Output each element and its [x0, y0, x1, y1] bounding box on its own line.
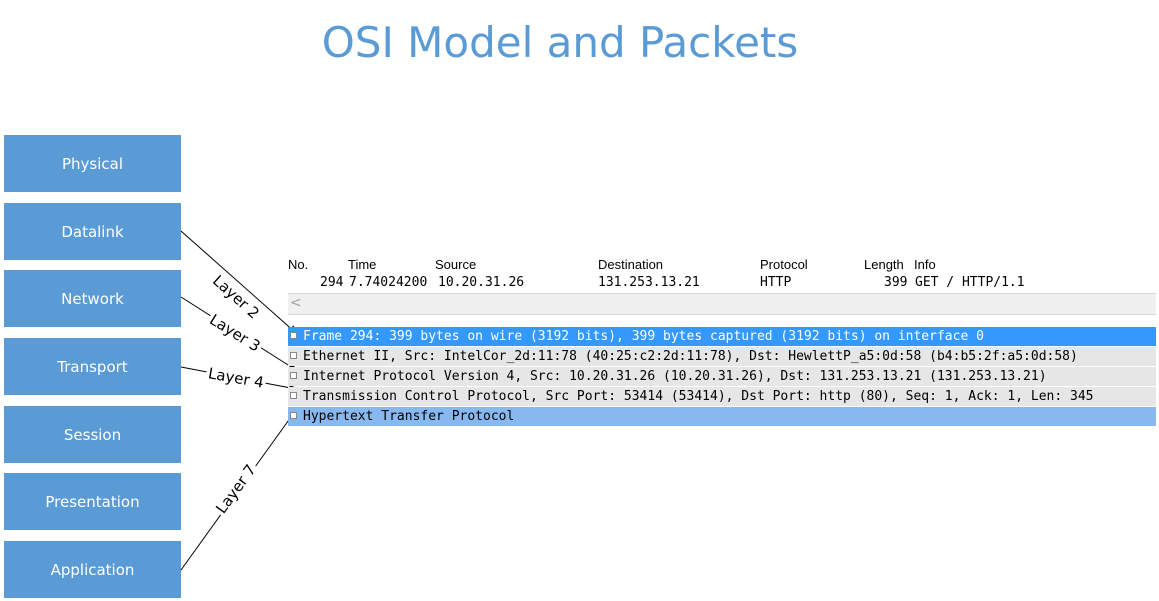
detail-tcp[interactable]: Transmission Control Protocol, Src Port:… [288, 387, 1156, 406]
detail-text: Hypertext Transfer Protocol [303, 409, 515, 424]
layer-box-network: Network [4, 270, 181, 327]
layer-label: Session [63, 425, 122, 444]
detail-ethernet[interactable]: Ethernet II, Src: IntelCor_2d:11:78 (40:… [288, 347, 1156, 366]
wireshark-panel: No. Time Source Destination Protocol Len… [288, 257, 1156, 427]
layer-box-application: Application [4, 541, 181, 598]
layer-box-session: Session [4, 406, 181, 463]
layer-box-presentation: Presentation [4, 473, 181, 530]
col-source-header[interactable]: Source [435, 257, 477, 272]
col-no-header[interactable]: No. [288, 257, 309, 272]
col-info-header[interactable]: Info [914, 257, 936, 272]
cell-source: 10.20.31.26 [438, 275, 525, 290]
col-protocol-header[interactable]: Protocol [760, 257, 808, 272]
horizontal-scrollbar[interactable]: < [288, 293, 1156, 315]
cell-length: 399 [884, 275, 908, 290]
expand-icon[interactable] [290, 372, 297, 379]
detail-ipv4[interactable]: Internet Protocol Version 4, Src: 10.20.… [288, 367, 1156, 386]
detail-text: Internet Protocol Version 4, Src: 10.20.… [303, 369, 1047, 384]
arrow-layer2 [180, 230, 297, 334]
layer-box-physical: Physical [4, 135, 181, 192]
col-destination-header[interactable]: Destination [598, 257, 664, 272]
packet-list-header: No. Time Source Destination Protocol Len… [288, 257, 1156, 273]
cell-time: 7.74024200 [349, 275, 428, 290]
detail-text: Transmission Control Protocol, Src Port:… [303, 389, 1094, 404]
cell-destination: 131.253.13.21 [598, 275, 700, 290]
detail-text: Frame 294: 399 bytes on wire (3192 bits)… [303, 329, 984, 344]
layer-label: Application [50, 560, 135, 579]
expand-icon[interactable] [290, 392, 297, 399]
packet-details: Frame 294: 399 bytes on wire (3192 bits)… [288, 327, 1156, 426]
arrow-label-layer7: Layer 7 [212, 461, 260, 517]
expand-icon[interactable] [290, 412, 297, 419]
layer-label: Physical [61, 154, 124, 173]
detail-http[interactable]: Hypertext Transfer Protocol [288, 407, 1156, 426]
cell-protocol: HTTP [760, 275, 792, 290]
page-title: OSI Model and Packets [321, 18, 799, 67]
cell-no: 294 [320, 275, 344, 290]
detail-text: Ethernet II, Src: IntelCor_2d:11:78 (40:… [303, 349, 1078, 364]
cell-info: GET / HTTP/1.1 [915, 275, 1025, 290]
expand-icon[interactable] [290, 332, 297, 339]
packet-row[interactable]: 294 7.74024200 10.20.31.26 131.253.13.21… [288, 275, 1156, 293]
layer-label: Presentation [45, 492, 140, 511]
layer-label: Datalink [61, 222, 124, 241]
scroll-left-icon[interactable]: < [290, 295, 302, 311]
layer-box-datalink: Datalink [4, 203, 181, 260]
col-time-header[interactable]: Time [348, 257, 377, 272]
layer-label: Network [61, 289, 124, 308]
expand-icon[interactable] [290, 352, 297, 359]
layer-label: Transport [57, 357, 128, 376]
col-length-header[interactable]: Length [864, 257, 904, 272]
layer-box-transport: Transport [4, 338, 181, 395]
detail-frame[interactable]: Frame 294: 399 bytes on wire (3192 bits)… [288, 327, 1156, 346]
arrow-label-layer4: Layer 4 [207, 364, 265, 391]
